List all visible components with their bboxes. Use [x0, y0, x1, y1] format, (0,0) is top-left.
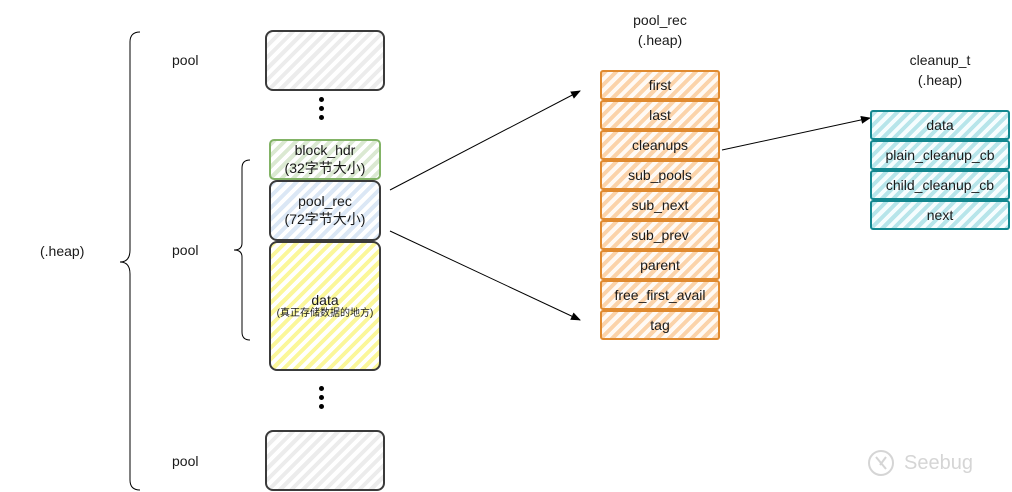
- arrow-cleanups-to-cleanup-t: [721, 115, 871, 151]
- cleanup-struct-title: cleanup_t: [909, 52, 971, 68]
- cleanup-field-child-cleanup-cb: child_cleanup_cb: [870, 170, 1010, 200]
- block-hdr-box: block_hdr (32字节大小): [269, 139, 381, 180]
- pool-rec-field-sub-pools: sub_pools: [600, 160, 720, 190]
- pool-label-bottom: pool: [172, 453, 199, 469]
- arrow-to-pool-rec-struct: [389, 90, 581, 191]
- data-note: (真正存储数据的地方): [276, 308, 374, 319]
- pool-label-middle: pool: [172, 242, 199, 258]
- pool-rec-size: (72字节大小): [284, 210, 366, 227]
- pool-rec-field-sub-prev: sub_prev: [600, 220, 720, 250]
- pool-rec-struct-subtitle: (.heap): [637, 32, 683, 48]
- ellipsis-top: [317, 97, 325, 124]
- pool-label-top: pool: [172, 52, 199, 68]
- pool-rec-field-cleanups: cleanups: [600, 130, 720, 160]
- watermark: Seebug: [866, 448, 973, 478]
- cleanup-field-next: next: [870, 200, 1010, 230]
- cleanup-field-data: data: [870, 110, 1010, 140]
- data-box: data (真正存储数据的地方): [269, 241, 381, 371]
- pool-rec-struct-title: pool_rec: [633, 12, 687, 28]
- cleanup-field-plain-cleanup-cb: plain_cleanup_cb: [870, 140, 1010, 170]
- pool-block-bottom: [265, 430, 385, 491]
- pool-rec-field-tag: tag: [600, 310, 720, 340]
- arrow-to-data-ptr: [389, 230, 581, 321]
- pool-rec-field-free-first-avail: free_first_avail: [600, 280, 720, 310]
- heap-brace: [119, 31, 141, 491]
- pool-rec-field-last: last: [600, 100, 720, 130]
- block-hdr-size: (32字节大小): [284, 159, 366, 176]
- pool-rec-field-first: first: [600, 70, 720, 100]
- heap-label: (.heap): [40, 243, 85, 259]
- pool-rec-field-parent: parent: [600, 250, 720, 280]
- pool-block-top: [265, 30, 385, 91]
- pool-rec-field-sub-next: sub_next: [600, 190, 720, 220]
- block-hdr-name: block_hdr: [294, 141, 356, 158]
- data-name: data: [311, 292, 339, 308]
- seebug-logo-icon: [868, 450, 894, 476]
- pool-rec-name: pool_rec: [298, 192, 352, 209]
- pool-brace: [233, 159, 251, 341]
- ellipsis-bottom: [317, 386, 325, 413]
- cleanup-struct-subtitle: (.heap): [917, 72, 963, 88]
- pool-rec-box: pool_rec (72字节大小): [269, 180, 381, 241]
- watermark-text: Seebug: [904, 451, 973, 474]
